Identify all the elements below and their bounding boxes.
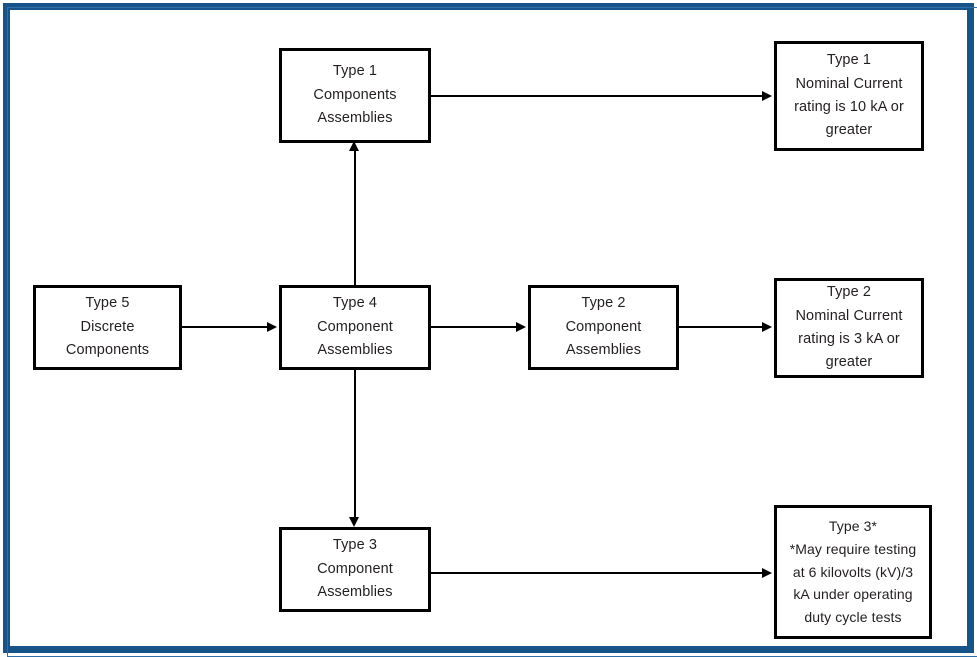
node-type4-component-assemblies: Type 4 Component Assemblies [279,285,431,370]
node-text-line: Assemblies [317,110,393,127]
connector-type4-to-type1-line [354,150,356,285]
node-text-line: Components [65,342,150,359]
node-text-line: *May require testing [789,540,917,557]
node-text-line: Assemblies [317,342,393,359]
connector-type4-to-type2-line [431,326,518,328]
connector-type4-to-type1-arrowhead-icon [349,141,359,151]
node-type3-testing-note: Type 3* *May require testing at 6 kilovo… [774,505,932,639]
node-text-line: at 6 kilovolts (kV)/3 [792,563,914,580]
node-text-line: Type 4 [332,295,378,312]
node-text-line: Type 1 [332,63,378,80]
node-text-line: kA under operating [793,586,913,603]
node-text-line: Component [317,318,393,335]
node-text-line: rating is 10 kA or [794,99,904,115]
node-text-line: Type 2 [826,284,872,301]
connector-type4-to-type3-arrowhead-icon [349,517,359,527]
connector-type4-to-type2-arrowhead-icon [516,322,526,332]
node-text-line: Component [317,560,393,577]
node-text-line: Type 3* [828,518,878,535]
node-type1-components-assemblies: Type 1 Components Assemblies [279,48,431,143]
connector-type5-to-type4-arrowhead-icon [267,322,277,332]
node-text-line: greater [825,122,873,139]
node-text-line: Component [565,318,642,335]
node-text-line: Nominal Current [795,75,903,92]
node-type1-nominal-current-rating: Type 1 Nominal Current rating is 10 kA o… [774,41,924,151]
node-text-line: Nominal Current [795,307,903,324]
connector-type2-to-type2-rating-line [679,326,764,328]
connector-type2-to-type2-rating-arrowhead-icon [762,322,772,332]
node-text-line: Assemblies [317,584,393,601]
connector-type1-to-type1-rating-arrowhead-icon [762,91,772,101]
node-text-line: Assemblies [565,342,642,359]
node-text-line: Components [313,86,397,103]
node-type2-nominal-current-rating: Type 2 Nominal Current rating is 3 kA or… [774,278,924,378]
node-type5-discrete-components: Type 5 Discrete Components [33,285,182,370]
node-text-line: Discrete [80,318,135,335]
node-text-line: Type 1 [826,52,872,69]
node-text-line: greater [825,354,873,371]
node-type2-component-assemblies: Type 2 Component Assemblies [528,285,679,370]
connector-type1-to-type1-rating-line [431,95,764,97]
connector-type4-to-type3-line [354,370,356,518]
node-text-line: Type 2 [581,295,626,312]
node-type3-component-assemblies: Type 3 Component Assemblies [279,527,431,612]
node-text-line: Type 5 [85,295,130,312]
node-text-line: duty cycle tests [804,609,902,625]
node-text-line: rating is 3 kA or [798,331,900,347]
connector-type3-to-type3-rating-arrowhead-icon [762,568,772,578]
connector-type3-to-type3-rating-line [431,572,764,574]
node-text-line: Type 3 [332,537,378,554]
connector-type5-to-type4-line [182,326,269,328]
